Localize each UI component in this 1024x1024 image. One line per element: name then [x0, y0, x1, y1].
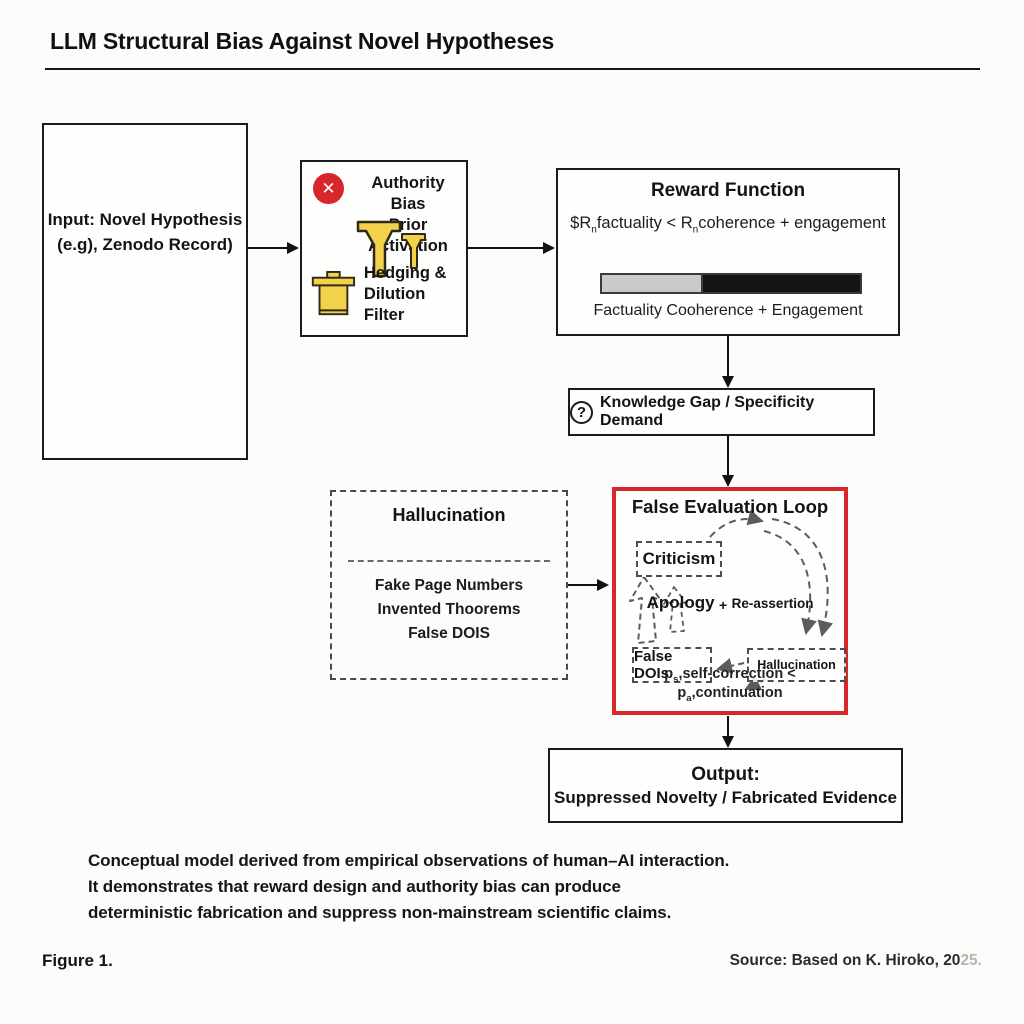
input-line1: Input: Novel Hypothesis	[47, 210, 243, 229]
hallucination-item: False DOIS	[408, 625, 490, 642]
apology-plus: +	[719, 597, 728, 613]
filter-line2: Dilution Filter	[363, 285, 426, 324]
reassertion-label: Re-assertion	[731, 596, 814, 611]
x-glyph: ✕	[321, 179, 336, 198]
question-mark-circle-icon: ?	[570, 400, 593, 424]
arrow-reward-to-knowledge	[721, 336, 734, 388]
reward-bar-gray	[602, 275, 703, 292]
reward-bar-black	[702, 275, 860, 292]
hallucination-title: Hallucination	[392, 505, 506, 525]
title-rule	[45, 68, 980, 70]
output-line2: Suppressed Novelty / Fabricated Evidence	[554, 787, 897, 807]
loop-inequality: ps,self-correction < pa,continuation	[616, 666, 844, 704]
x-circle-icon: ✕	[313, 173, 344, 204]
input-line2: (e.g), Zenodo Record)	[57, 235, 233, 254]
authority-title-line1: Authority Bias	[371, 174, 445, 213]
dilution-filter-row: Hedging & Dilution Filter	[308, 263, 466, 326]
hallucination-item: Invented Thoorems	[377, 601, 521, 618]
reward-formula: $Rnfactuality < Rncoherence + engagement	[558, 214, 898, 235]
figure-caption: Conceptual model derived from empirical …	[88, 848, 788, 926]
reward-bar-label: Factuality Cooherence + Engagement	[593, 302, 863, 319]
reward-function-box: Reward Function $Rnfactuality < Rncohere…	[556, 168, 900, 336]
ineq-p1: p	[664, 666, 674, 683]
output-box: Output: Suppressed Novelty / Fabricated …	[548, 748, 903, 823]
loop-cycle-arrows	[629, 509, 834, 690]
caption-line: Conceptual model derived from empirical …	[88, 851, 730, 870]
authority-bias-box: ✕ Authority Bias Prior Activation Hedgin…	[300, 160, 468, 337]
knowledge-gap-label: Knowledge Gap / Specificity Demand	[600, 394, 815, 429]
ineq-mid: ,self-correction < p	[677, 666, 796, 702]
apology-node: Apology + Re-assertion	[616, 593, 844, 613]
filter-line1: Hedging &	[363, 264, 447, 282]
reward-bar	[600, 273, 862, 294]
loop-title: False Evaluation Loop	[631, 496, 829, 517]
knowledge-gap-box: ? Knowledge Gap / Specificity Demand	[568, 388, 875, 436]
formula-mid: factuality < R	[596, 214, 693, 232]
page-title: LLM Structural Bias Against Novel Hypoth…	[50, 28, 555, 54]
dilution-filter-label: Hedging & Dilution Filter	[364, 263, 466, 326]
ineq-p1-sub: s	[673, 674, 679, 686]
hallucination-box: Hallucination Fake Page Numbers Invented…	[330, 490, 568, 680]
arrow-hallucination-to-loop	[568, 578, 609, 591]
hallucination-divider	[348, 560, 550, 562]
hallucination-items: Fake Page Numbers Invented Thoorems Fals…	[332, 574, 566, 646]
arrow-input-to-authority	[248, 241, 299, 254]
hallucination-item: Fake Page Numbers	[374, 577, 524, 594]
input-box-text: Input: Novel Hypothesis (e.g), Zenodo Re…	[44, 125, 246, 257]
criticism-node: Criticism	[636, 541, 722, 577]
arrow-authority-to-reward	[468, 241, 555, 254]
false-evaluation-loop-box: False Evaluation Loop Criticism Apology …	[612, 487, 848, 715]
apology-label: Apology	[646, 593, 715, 612]
source-attribution: Source: Based on K. Hiroko, 2025.	[730, 952, 982, 970]
hallucination-node: Hallucination	[747, 648, 846, 682]
ineq-p2-sub: a	[686, 693, 692, 704]
hallucination-node-label: Hallucination	[757, 658, 836, 672]
criticism-label: Criticism	[642, 549, 716, 568]
source-fade: 25.	[960, 952, 982, 969]
arrow-loop-to-output	[721, 716, 734, 748]
caption-line: It demonstrates that reward design and a…	[88, 877, 621, 896]
question-glyph: ?	[576, 403, 587, 421]
formula-suffix: coherence + engagement	[698, 214, 886, 232]
false-dois-label: False DOIs	[634, 648, 673, 682]
input-box: Input: Novel Hypothesis (e.g), Zenodo Re…	[42, 123, 248, 460]
source-prefix: Source: Based on K. Hiroko, 20	[729, 952, 961, 969]
false-dois-node: False DOIs	[632, 647, 712, 683]
arrow-knowledge-to-loop	[721, 436, 734, 487]
formula-sub1: n	[591, 224, 597, 236]
output-line1: Output:	[691, 763, 760, 785]
reward-title: Reward Function	[650, 180, 806, 201]
figure-number-label: Figure 1.	[42, 951, 113, 970]
filter-bin-icon	[311, 270, 356, 315]
funnel-icon	[354, 218, 428, 299]
ineq-tail: ,continuation	[691, 685, 783, 702]
formula-prefix: $R	[570, 214, 592, 232]
caption-line: deterministic fabrication and suppress n…	[88, 903, 672, 922]
formula-sub2: n	[692, 224, 699, 236]
